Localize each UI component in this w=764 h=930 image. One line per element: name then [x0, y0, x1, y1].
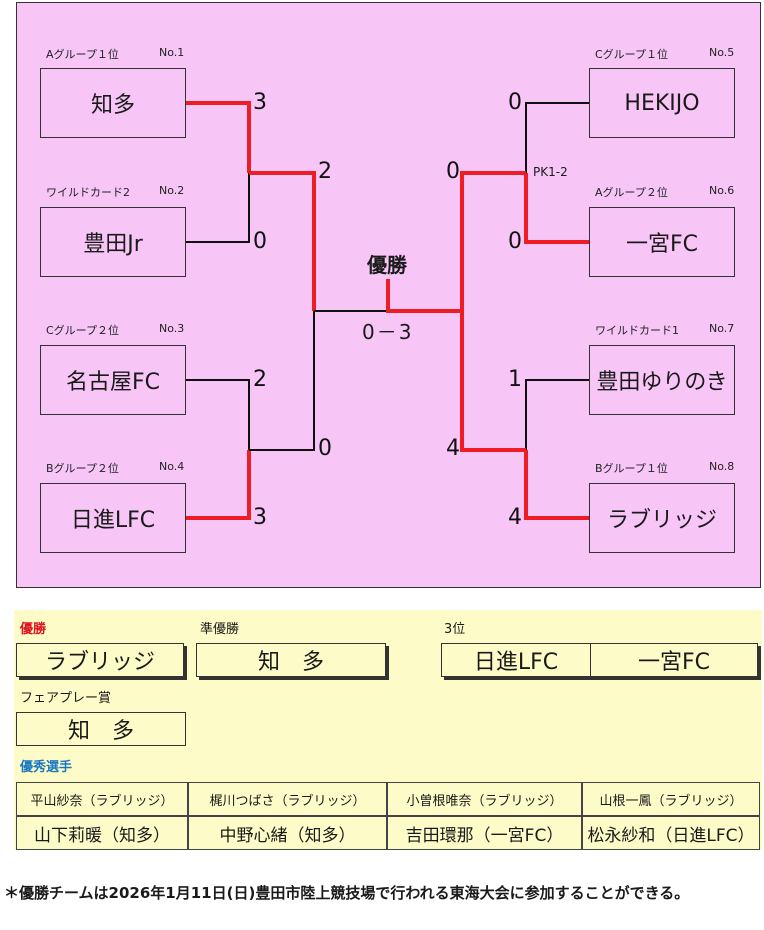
- winner-path-ichinomiya-r1: [524, 173, 589, 244]
- team-box-nagoya-fc: 名古屋FC: [40, 345, 186, 415]
- player-cell: 山根一鳳（ラブリッジ）: [582, 782, 760, 816]
- winner-path-final: [386, 279, 462, 313]
- semi-score-left-top: 2: [318, 159, 332, 184]
- champion-box: ラブリッジ: [16, 643, 184, 677]
- third-place-box-1: 日進LFC: [441, 643, 591, 677]
- player-cell: 平山紗奈（ラブリッジ）: [16, 782, 188, 816]
- score-hekijo: 0: [508, 90, 522, 115]
- seed-label-no3: Cグループ２位: [46, 324, 120, 337]
- winner-path-nisshin-lfc-r1: [186, 450, 251, 520]
- team-box-chita: 知多: [40, 68, 186, 138]
- player-cell: 松永紗和（日進LFC）: [582, 816, 760, 850]
- seed-number-no3: No.3: [159, 322, 185, 335]
- bracket-line-nisshin-lfc-semi: [249, 311, 315, 451]
- bracket-line-hekijo: [525, 102, 589, 173]
- footnote: ＊優勝チームは2026年1月11日(日)豊田市陸上競技場で行われる東海大会に参加…: [4, 884, 690, 902]
- team-box-lovelidge: ラブリッジ: [589, 483, 735, 553]
- bracket-lines: [186, 101, 589, 520]
- seed-number-no2: No.2: [159, 184, 185, 197]
- score-chita: 3: [253, 90, 267, 115]
- fair-play-box: 知 多: [16, 712, 186, 746]
- winner-path-lovelidge-r1: [524, 450, 589, 520]
- third-place-box-2: 一宮FC: [590, 643, 758, 677]
- seed-number-no7: No.7: [709, 322, 735, 335]
- final-score: 0－3: [362, 320, 414, 344]
- player-cell: 山下莉暖（知多）: [16, 816, 188, 850]
- seed-number-no8: No.8: [709, 460, 735, 473]
- winner-path-ichinomiya-semi: [460, 171, 526, 311]
- pk-note: PK1-2: [533, 165, 568, 179]
- third-place-label: 3位: [444, 622, 466, 637]
- seed-number-no4: No.4: [159, 460, 185, 473]
- semi-score-right-bottom: 4: [446, 436, 460, 461]
- seed-number-no1: No.1: [159, 46, 185, 59]
- player-cell: 中野心緒（知多）: [188, 816, 387, 850]
- mvp-label: 優秀選手: [20, 760, 73, 775]
- winner-path-lovelidge-semi: [460, 311, 526, 452]
- team-box-ichinomiya-fc: 一宮FC: [589, 207, 735, 277]
- score-toyota-yurinoki: 1: [508, 367, 522, 392]
- final-title: 優勝: [367, 253, 407, 277]
- fair-play-label: フェアプレー賞: [20, 691, 112, 706]
- bracket-line-toyota-yurinoki: [525, 379, 589, 450]
- seed-number-no6: No.6: [709, 184, 735, 197]
- seed-label-no1: Aグループ１位: [46, 48, 119, 61]
- score-nagoya-fc: 2: [253, 367, 267, 392]
- player-cell: 吉田環那（一宮FC）: [387, 816, 582, 850]
- score-toyota-jr: 0: [253, 229, 267, 254]
- runner-up-label: 準優勝: [200, 622, 240, 637]
- champion-label: 優勝: [20, 622, 47, 637]
- team-box-toyota-yurinoki: 豊田ゆりのき: [589, 345, 735, 415]
- seed-number-no5: No.5: [709, 46, 735, 59]
- player-cell: 小曽根唯奈（ラブリッジ）: [387, 782, 582, 816]
- semi-score-left-bottom: 0: [318, 436, 332, 461]
- runner-up-box: 知 多: [196, 643, 386, 677]
- team-box-hekijo: HEKIJO: [589, 68, 735, 138]
- score-ichinomiya-fc: 0: [508, 229, 522, 254]
- seed-label-no2: ワイルドカード2: [46, 186, 130, 199]
- bracket-line-nagoya-fc: [186, 379, 250, 450]
- score-nisshin-lfc: 3: [253, 505, 267, 530]
- seed-label-no6: Aグループ２位: [595, 186, 668, 199]
- team-box-nisshin-lfc: 日進LFC: [40, 483, 186, 553]
- team-box-toyota-jr: 豊田Jr: [40, 207, 186, 277]
- winner-path-chita-semi: [249, 171, 316, 311]
- bracket-line-toyota-jr: [186, 173, 250, 243]
- seed-label-no4: Bグループ２位: [46, 462, 119, 475]
- semi-score-right-top: 0: [446, 159, 460, 184]
- score-lovelidge: 4: [508, 505, 522, 530]
- winner-path-chita-r1: [186, 101, 251, 173]
- seed-label-no5: Cグループ１位: [595, 48, 669, 61]
- seed-label-no7: ワイルドカード1: [595, 324, 679, 337]
- player-cell: 梶川つばさ（ラブリッジ）: [188, 782, 387, 816]
- seed-label-no8: Bグループ１位: [595, 462, 668, 475]
